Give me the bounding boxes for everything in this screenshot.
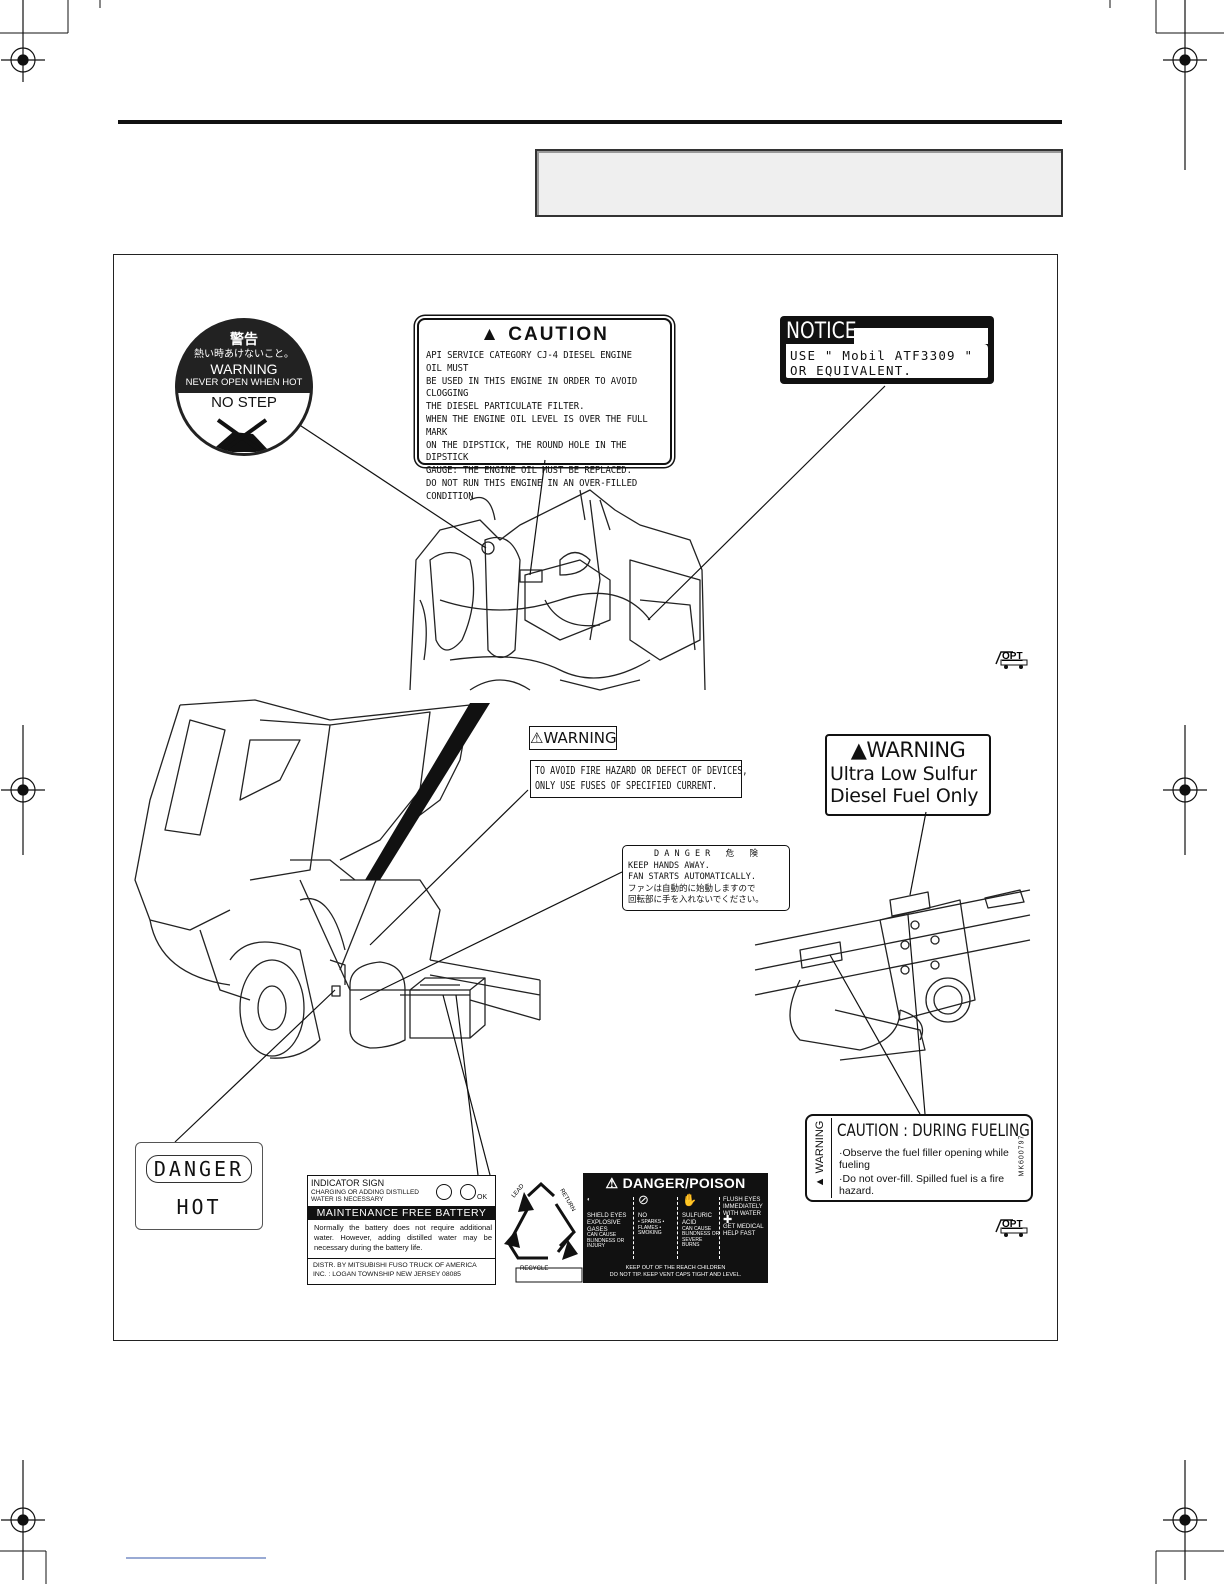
optional-equipment-icon: OPT [993,1214,1031,1238]
leader-lines [174,385,927,1176]
never-open-text: NEVER OPEN WHEN HOT [185,377,303,388]
no-text: NO [638,1213,647,1219]
sulfuric-text: SULFURIC ACID [682,1213,713,1226]
notice-title: NOTICE [786,319,857,344]
fueling-bullet-1: ·Observe the fuel filler opening while f… [839,1147,1009,1171]
engine-drawing [409,489,706,691]
danger-text: DANGER [146,1155,252,1183]
indicator-circle-icon [436,1184,452,1200]
keep-children-text: KEEP OUT OF THE REACH CHILDREN [625,1265,726,1271]
notice-line-2: OR EQUIVALENT. [790,363,913,378]
charging-text: CHARGING OR ADDING DISTILLED [311,1189,419,1196]
ok-text: OK [477,1194,488,1201]
blindness-text: CAN CAUSE BLINDNESS OR INJURY [587,1232,625,1250]
acid-hand-icon: ✋ [682,1193,697,1207]
svg-text:OPT: OPT [1002,1219,1023,1230]
frame-rail-drawing [754,889,1031,1061]
ulsd-line-2: Diesel Fuel Only [830,785,979,807]
distributor-line-1: DISTR. BY MITSUBISHI FUSO TRUCK OF AMERI… [313,1262,477,1269]
vent-caps-text: DO NOT TIP. KEEP VENT CAPS TIGHT AND LEV… [609,1271,742,1278]
no-step-text: NO STEP [211,394,277,411]
distributor-line-2: INC. : LOGAN TOWNSHIP NEW JERSEY 08085 [313,1271,461,1278]
burns-text: CAN CAUSE BLINDNESS OR SEVERE BURNS [682,1225,720,1249]
no-step-icon [210,418,270,453]
radiator-cap-warning-sticker: 警告 熱い時あけないこと。 WARNING NEVER OPEN WHEN HO… [175,318,313,456]
explosive-text: EXPLOSIVE GASES [587,1219,621,1233]
ulsd-line-1: Ultra Low Sulfur [830,763,977,785]
warning-text: WARNING [210,361,278,377]
cab-tilt-arrow [365,703,490,880]
water-text: WATER IS NECESSARY [311,1196,384,1203]
sparks-text: • SPARKS • FLAMES • SMOKING [638,1218,665,1237]
danger-poison-label: ⚠ DANGER/POISON ◐ SHIELD EYES EXPLOSIVE … [583,1173,768,1283]
recycle-icon: LEAD RETURN RECYCLE [504,1181,583,1283]
flush-eyes-text: FLUSH EYES IMMEDIATELY WITH WATER [723,1197,763,1217]
warning-triangle-icon: ▲ [480,324,501,345]
warning-jp-line: 熱い時あけないこと。 [194,349,294,360]
engine-oil-caution-label: ▲ CAUTION API SERVICE CATEGORY CJ-4 DIES… [417,318,672,502]
fan-danger-title: D A N G E R 危 険 [654,849,758,859]
fueling-side-warning: ▲ WARNING [814,1120,826,1188]
atf-notice-label: NOTICE USE " Mobil ATF3309 " OR EQUIVALE… [780,316,994,384]
header-rule [118,120,1062,124]
battery-title: MAINTENANCE FREE BATTERY [308,1206,495,1220]
maintenance-free-battery-label: INDICATOR SIGN CHARGING OR ADDING DISTIL… [307,1175,496,1285]
fan-danger-label: D A N G E R 危 険 KEEP HANDS AWAY. FAN STA… [622,845,790,911]
medical-icon: ✚ [723,1214,733,1227]
illustration-frame [113,254,1058,1341]
warning-triangle-icon: ⚠ [530,729,544,747]
fueling-title: CAUTION : DURING FUELING [837,1121,1030,1141]
battery-body: Normally the battery does not require ad… [314,1223,492,1252]
warning-triangle-icon: ▲ [814,1176,826,1188]
shield-eyes-text: SHIELD EYES [587,1213,627,1219]
warning-triangle-icon: ⚠ [605,1175,619,1191]
indicator-sign-text: INDICATOR SIGN [311,1178,385,1188]
hot-text: HOT [176,1195,222,1219]
caution-title: ▲ CAUTION [480,324,609,345]
svg-text:OPT: OPT [1002,651,1023,662]
notice-line-1: USE " Mobil ATF3309 " [790,348,974,363]
caution-body: API SERVICE CATEGORY CJ-4 DIESEL ENGINE … [426,350,648,502]
indicator-ok-circle-icon [460,1184,476,1200]
no-flame-icon: ⊘ [638,1192,649,1207]
recycle-text: RECYCLE [520,1266,548,1272]
warning-jp-title: 警告 [230,331,258,347]
medical-help-text: GET MEDICAL HELP FAST [723,1224,764,1237]
no-step-area: NO STEP [178,393,310,453]
fueling-bullet-2: ·Do not over-fill. Spilled fuel is a fir… [839,1173,1005,1197]
fuse-warning-title: ⚠WARNING [529,726,617,750]
fuse-warning-body: TO AVOID FIRE HAZARD OR DEFECT OF DEVICE… [530,760,747,798]
danger-hot-label: DANGER HOT [135,1142,263,1230]
fueling-caution-label: ▲ WARNING CAUTION : DURING FUELING ·Obse… [805,1114,1033,1202]
ulsd-title: ▲WARNING [850,738,966,762]
eye-protection-icon: ◐ [587,1197,591,1203]
optional-equipment-icon: OPT [993,646,1031,670]
truck-drawing [134,699,541,1059]
poison-title: ⚠ DANGER/POISON [605,1175,746,1191]
section-title-box [535,149,1063,217]
ulsd-fuel-warning-label: ▲WARNING Ultra Low Sulfur Diesel Fuel On… [825,734,991,816]
fueling-code: MK600797 [1018,1134,1026,1177]
warning-triangle-icon: ▲ [850,738,867,762]
